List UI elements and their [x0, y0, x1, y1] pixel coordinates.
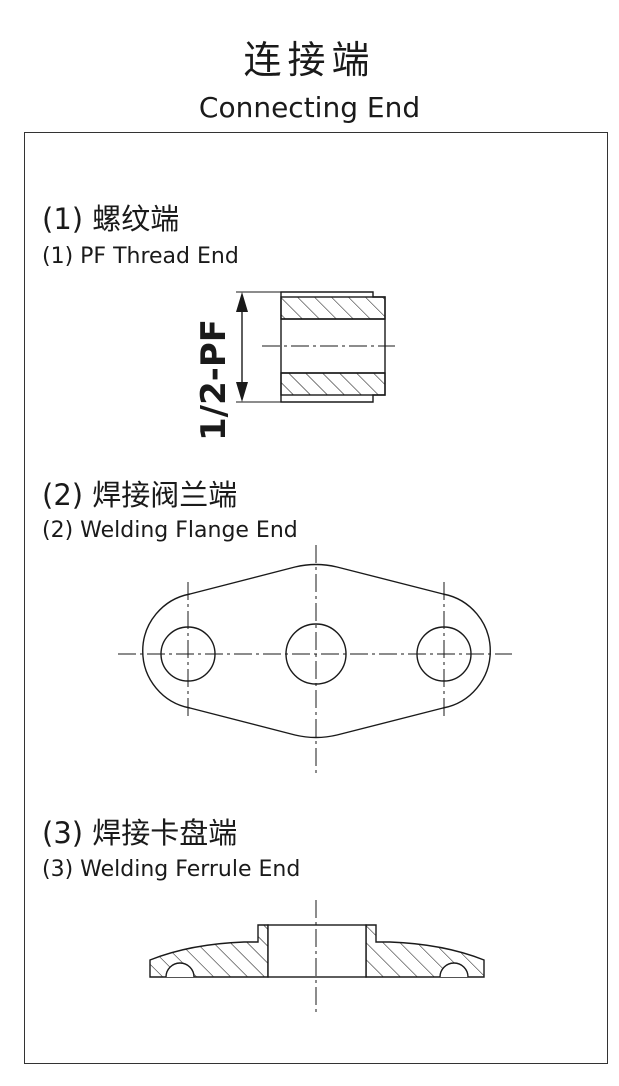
section-1-title-cn: (1) 螺纹端: [42, 202, 180, 236]
dimension-arrow-down-icon: [236, 382, 248, 402]
page-title-cn: 连接端: [243, 38, 376, 82]
section-2-title-cn: (2) 焊接阀兰端: [42, 478, 238, 512]
section-3-title-cn: (3) 焊接卡盘端: [42, 816, 238, 850]
section-3-title-en: (3) Welding Ferrule End: [42, 857, 301, 882]
ferrule-end-drawing: [149, 900, 485, 1012]
thread-end-drawing: [236, 291, 395, 403]
section-2-title-en: (2) Welding Flange End: [42, 518, 298, 543]
diagram-frame: [24, 132, 608, 1064]
page-title-en: Connecting End: [198, 91, 421, 124]
section-1-title-en: (1) PF Thread End: [42, 244, 239, 269]
flange-end-drawing: [118, 545, 512, 773]
thread-dimension-label: 1/2-PF: [194, 319, 234, 441]
dimension-arrow-up-icon: [236, 292, 248, 312]
